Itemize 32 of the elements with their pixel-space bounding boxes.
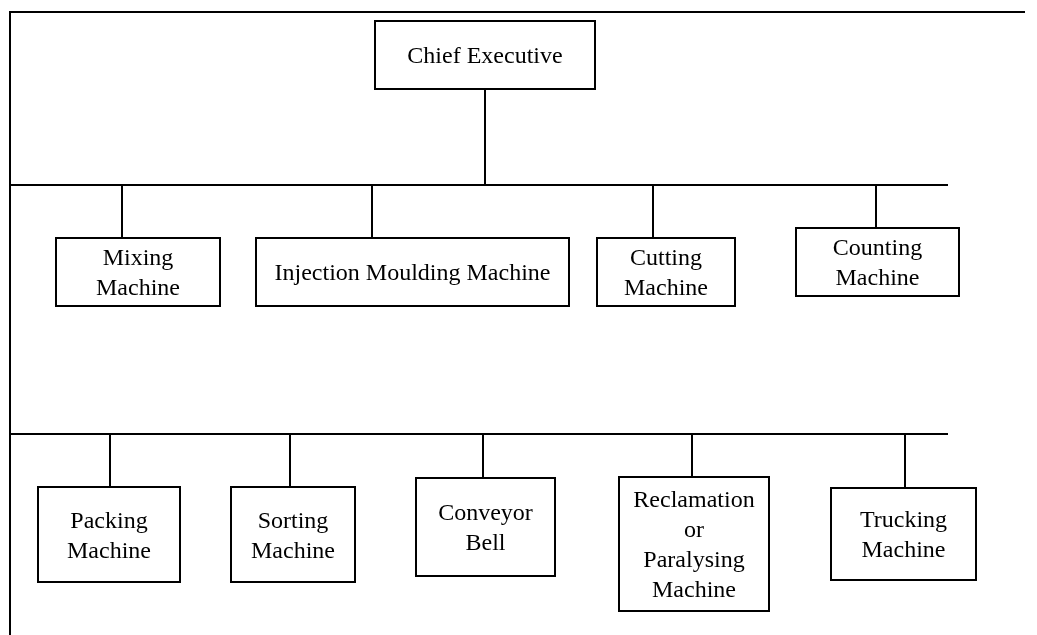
connector-line xyxy=(875,184,877,228)
machine-box xyxy=(795,227,960,297)
box-label: Trucking Machine xyxy=(858,505,949,564)
connector-bar xyxy=(10,184,948,186)
machine-box xyxy=(230,486,356,583)
machine-box xyxy=(55,237,221,307)
executive-box xyxy=(374,20,596,90)
machine-box xyxy=(415,477,556,577)
connector-line xyxy=(904,433,906,488)
box-label: Conveyor Bell xyxy=(437,498,534,557)
box-label: Packing Machine xyxy=(66,505,152,565)
box-label: Reclamation or Paralysing Machine xyxy=(633,485,755,604)
box-label: Mixing Machine xyxy=(95,243,181,302)
box-label: Injection Moulding Machine xyxy=(274,258,551,287)
connector-line xyxy=(691,433,693,477)
machine-box xyxy=(830,487,977,581)
machine-box xyxy=(255,237,570,307)
connector-bar xyxy=(10,433,948,435)
box-label: Sorting Machine xyxy=(250,505,336,565)
machine-box xyxy=(618,476,770,612)
machine-box xyxy=(596,237,736,307)
connector-line xyxy=(109,433,111,487)
box-label: Chief Executive xyxy=(407,41,563,70)
machine-box xyxy=(37,486,181,583)
connector-line xyxy=(371,184,373,238)
connector-line xyxy=(121,184,123,238)
connector-line xyxy=(484,89,486,185)
connector-line xyxy=(482,433,484,478)
connector-line xyxy=(652,184,654,238)
box-label: Counting Machine xyxy=(831,233,924,292)
box-label: Cutting Machine xyxy=(623,243,709,302)
connector-line xyxy=(289,433,291,487)
